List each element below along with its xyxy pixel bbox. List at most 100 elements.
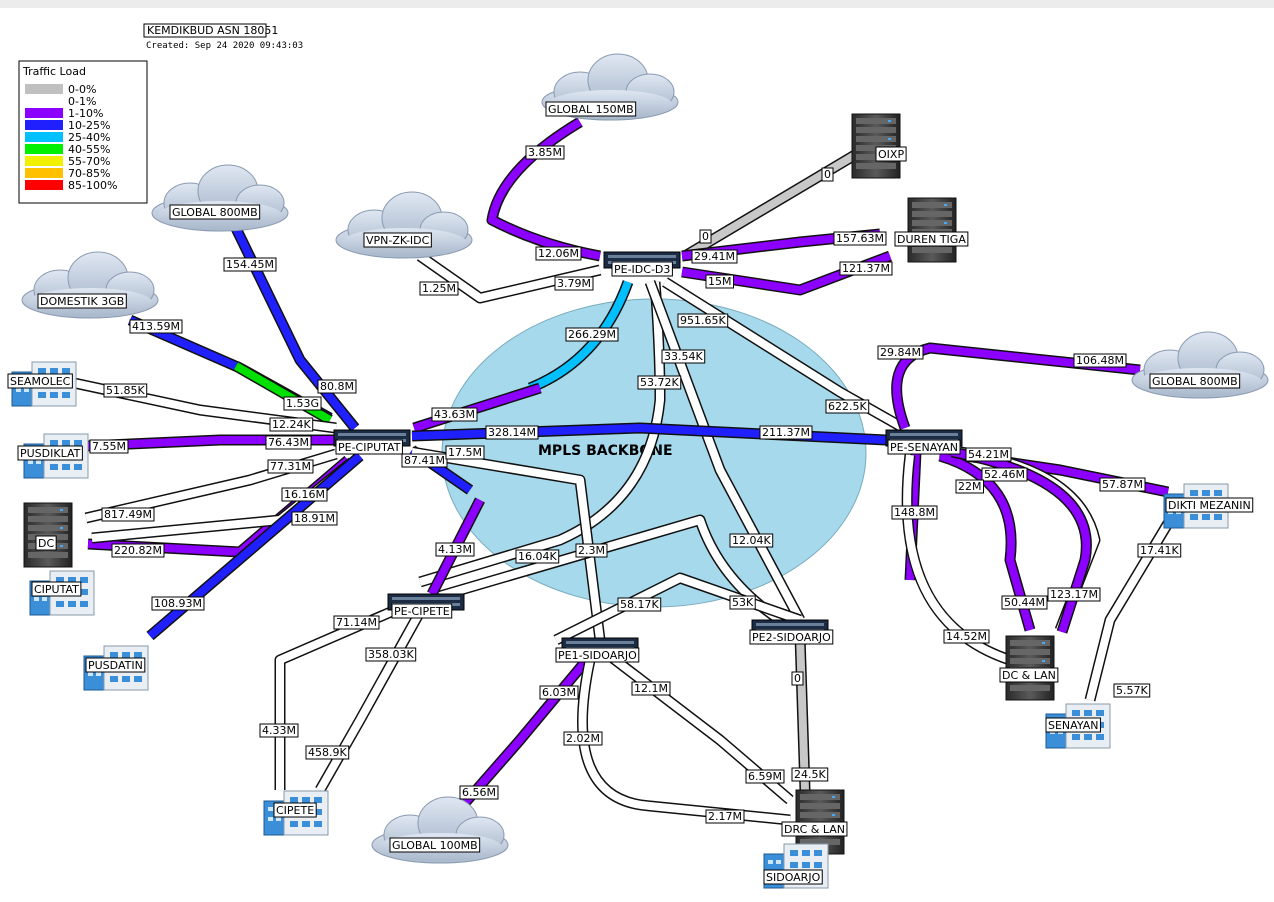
link-label-box-l-12-04k <box>729 533 774 548</box>
link-label-box-l-6-03m <box>539 685 579 700</box>
link-label-box-l-80-8m <box>317 379 357 394</box>
node-label-box-dikti <box>1165 497 1254 513</box>
link-label-box-l-5-57k <box>1113 683 1151 698</box>
node-label-box-domestik <box>37 293 127 309</box>
link-label-l-2-3m: 2.3M <box>578 544 605 557</box>
link-label-l-16-04k: 16.04K <box>518 550 557 563</box>
link-label-l-2-02m: 2.02M <box>566 732 600 745</box>
node-label-dclan: DC & LAN <box>1002 669 1056 682</box>
node-label-box-dclan <box>999 667 1059 683</box>
link-pipe-9 <box>418 281 664 586</box>
link-label-l-220-82m: 220.82M <box>114 544 162 557</box>
legend-swatch-2 <box>25 108 63 118</box>
link-label-box-l-458-9k <box>305 745 350 760</box>
legend-swatch-8 <box>25 180 63 190</box>
link-label-l-50-44m: 50.44M <box>1004 596 1045 609</box>
node-label-box-global800-right <box>1149 373 1241 389</box>
link-label-box-l-951-65k <box>677 313 729 328</box>
link-label-box-l-7-55m <box>89 439 129 454</box>
node-label-dikti: DIKTI MEZANIN <box>1168 499 1251 512</box>
link-label-l-121-37m: 121.37M <box>842 262 890 275</box>
link-label-l-87-41m: 87.41M <box>404 454 445 467</box>
link-label-box-l-0-oixp <box>821 167 834 182</box>
link-label-box-l-29-41m <box>691 249 738 264</box>
link-label-l-6-56m: 6.56M <box>462 786 496 799</box>
link-label-l-458-9k: 458.9K <box>308 746 347 759</box>
link-label-box-l-50-44m <box>1001 595 1048 610</box>
link-label-box-l-4-13m <box>435 542 475 557</box>
node-label-seamolec: SEAMOLEC <box>10 375 71 388</box>
link-label-box-l-2-17m <box>705 809 745 824</box>
node-label-box-global800-left <box>169 204 261 220</box>
link-label-l-12-04k: 12.04K <box>732 534 771 547</box>
link-label-box-l-0-drc <box>791 671 804 686</box>
cloud-global-100mb <box>371 796 509 864</box>
link-label-box-l-12-06m <box>535 246 582 261</box>
link-label-l-51-85k: 51.85K <box>106 384 145 397</box>
link-label-box-l-33-54k <box>661 349 706 364</box>
link-label-box-l-108-93m <box>151 596 205 611</box>
map-title-box <box>143 23 267 38</box>
link-label-l-157-63m: 157.63M <box>836 232 884 245</box>
link-label-box-l-2-02m <box>563 731 603 746</box>
link-label-box-l-266-29m <box>565 327 619 342</box>
link-label-box-l-413-59m <box>129 319 183 334</box>
link-label-box-l-154-45m <box>223 257 277 272</box>
link-label-l-6-59m: 6.59M <box>748 770 782 783</box>
link-label-l-33-54k: 33.54K <box>664 350 703 363</box>
link-label-box-l-121-37m <box>839 261 893 276</box>
link-label-l-80-8m: 80.8M <box>320 380 354 393</box>
link-label-box-l-16-04k <box>515 549 560 564</box>
link-label-box-l-76-43m <box>265 435 312 450</box>
link-label-l-2-17m: 2.17M <box>708 810 742 823</box>
link-label-l-18-91m: 18.91M <box>294 512 335 525</box>
link-label-box-l-57-87m <box>1099 477 1146 492</box>
link-pipe-10 <box>646 280 804 622</box>
node-label-global800-left: GLOBAL 800MB <box>172 206 258 219</box>
node-label-pe-ciputat: PE-CIPUTAT <box>338 441 401 454</box>
link-label-box-l-22m <box>955 479 984 494</box>
link-pipe-35 <box>796 635 809 791</box>
node-label-pe-cipete: PE-CIPETE <box>394 605 450 618</box>
link-label-box-l-1-53g <box>283 396 322 411</box>
link-label-l-58-17k: 58.17K <box>620 598 659 611</box>
link-pipe-30 <box>554 574 802 644</box>
link-label-box-l-29-84m <box>877 345 924 360</box>
top-bar <box>0 0 1274 8</box>
legend-swatch-5 <box>25 144 63 154</box>
node-label-duren: DUREN TIGA <box>897 233 966 246</box>
link-label-box-l-148-8m <box>891 505 938 520</box>
link-label-box-l-2-3m <box>575 543 608 558</box>
link-label-l-5-57k: 5.57K <box>1116 684 1148 697</box>
node-label-box-pe1-sidoarjo <box>555 647 640 663</box>
link-label-l-817-49m: 817.49M <box>104 508 152 521</box>
legend-label-6: 55-70% <box>68 155 110 168</box>
link-label-l-15m: 15M <box>708 275 732 288</box>
legend-label-7: 70-85% <box>68 167 110 180</box>
link-label-l-3-79m: 3.79M <box>557 277 591 290</box>
node-label-drc: DRC & LAN <box>784 823 845 836</box>
link-label-box-l-15m <box>705 274 734 289</box>
node-label-pe-senayan: PE-SENAYAN <box>890 441 958 454</box>
link-label-box-l-52-46m <box>981 467 1028 482</box>
node-label-box-pe-senayan <box>887 439 961 455</box>
node-label-box-pe-cipete <box>391 603 453 619</box>
link-label-l-76-43m: 76.43M <box>268 436 309 449</box>
link-label-box-l-18-91m <box>291 511 338 526</box>
legend-label-5: 40-55% <box>68 143 110 156</box>
link-label-l-0-drc: 0 <box>794 672 801 685</box>
link-label-l-108-93m: 108.93M <box>154 597 202 610</box>
link-label-l-43-63m: 43.63M <box>434 408 475 421</box>
link-label-box-l-14-52m <box>943 629 990 644</box>
node-label-box-cipete <box>273 802 317 818</box>
node-label-sidoarjo: SIDOARJO <box>766 871 821 884</box>
link-label-l-71-14m: 71.14M <box>336 616 377 629</box>
link-label-l-4-33m: 4.33M <box>262 724 296 737</box>
node-label-box-senayan <box>1045 717 1101 733</box>
link-label-l-16-16m: 16.16M <box>284 488 325 501</box>
link-label-box-l-817-49m <box>101 507 155 522</box>
link-label-l-7-55m: 7.55M <box>92 440 126 453</box>
legend-swatch-0 <box>25 84 63 94</box>
link-label-box-l-58-17k <box>617 597 662 612</box>
link-label-l-12-1m: 12.1M <box>634 682 668 695</box>
